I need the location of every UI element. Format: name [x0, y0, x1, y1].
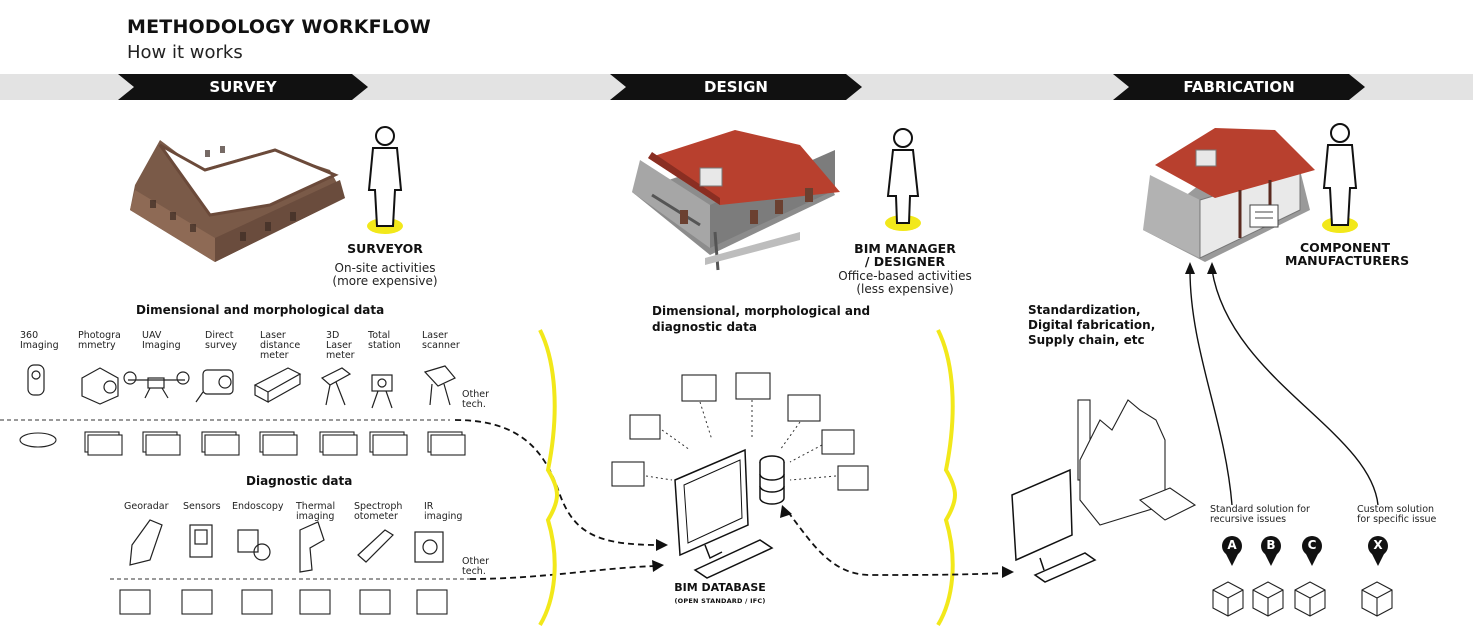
diag-tool-label: Georadar [124, 501, 169, 512]
bim-database-sub: (OPEN STANDARD / IFC) [674, 597, 766, 605]
uav-drone-icon [123, 371, 190, 399]
fabrication-title-2: Digital fabrication, [1028, 318, 1156, 332]
fabricated-house-icon [1143, 128, 1315, 262]
manufacturers-role-1: COMPONENT [1299, 240, 1390, 255]
badge-x: X [1373, 538, 1383, 552]
dimensional-data-title: Dimensional and morphological data [136, 303, 385, 317]
manufacturers-role-2: MANUFACTURERS [1285, 253, 1410, 268]
phase-design: DESIGN [610, 74, 862, 100]
database-cylinder-icon [759, 455, 785, 505]
designer-role-1: BIM MANAGER [854, 241, 956, 256]
solution-boxes [1212, 581, 1393, 617]
arrow-standard-to-manufacturers [1189, 269, 1233, 506]
flow-arrow-survey-to-db [454, 419, 661, 546]
manufacturer-figure-icon [1322, 123, 1358, 233]
design-data-cards [611, 372, 869, 491]
photogrammetry-camera-icon [81, 367, 119, 405]
flow-arrow-db-fabrication [787, 511, 1006, 576]
laser-scanner-icon [423, 365, 456, 406]
laser-distance-meter-icon [253, 367, 302, 404]
surveyor-figure-icon [367, 126, 403, 234]
arrow-custom-to-manufacturers [1211, 269, 1379, 506]
360-camera-icon [27, 364, 45, 396]
diagnostic-data-title: Diagnostic data [246, 474, 353, 488]
point-cloud-building-icon [130, 140, 345, 262]
sensors-icon [189, 524, 213, 558]
design-data-title-1: Dimensional, morphological and [652, 304, 871, 318]
spectrophotometer-icon [357, 529, 394, 563]
factory-icon [1077, 399, 1197, 526]
diag-tool-label: Endoscopy [232, 501, 284, 512]
diagnostic-instruments [129, 519, 444, 573]
designer-role-2: / DESIGNER [864, 254, 946, 269]
phase-fabrication: FABRICATION [1113, 74, 1365, 100]
fabrication-title-1: Standardization, [1028, 303, 1141, 317]
thermal-imaging-icon [299, 521, 325, 573]
flow-arrow-diagnostic-to-db [469, 565, 656, 580]
page-subtitle: How it works [127, 42, 243, 63]
survey-output-cards [19, 431, 466, 456]
surveyor-note-2: (more expensive) [332, 274, 438, 288]
badge-a: A [1227, 538, 1237, 552]
diag-tool-label: Sensors [183, 501, 221, 512]
factory-computer-icon [1011, 468, 1097, 583]
badge-c: C [1307, 538, 1317, 552]
fabrication-title-3: Supply chain, etc [1028, 333, 1145, 347]
ir-imaging-icon [414, 531, 444, 563]
phase-survey: SURVEY [118, 74, 368, 100]
diagnostic-output-cards [119, 589, 448, 615]
designer-figure-icon [885, 128, 921, 231]
endoscopy-icon [237, 529, 271, 561]
bim-computer-icon [674, 448, 774, 579]
total-station-icon [371, 374, 393, 409]
page-title: METHODOLOGY WORKFLOW [127, 16, 431, 38]
brace-survey-design [538, 329, 559, 627]
designed-house-icon [632, 130, 840, 271]
designer-note-2: (less expensive) [856, 282, 954, 296]
surveyor-note-1: On-site activities [334, 261, 436, 275]
surveyor-role: SURVEYOR [347, 241, 423, 256]
direct-survey-tape-icon [195, 369, 234, 403]
georadar-icon [129, 519, 163, 566]
design-data-title-2: diagnostic data [652, 320, 757, 334]
design-data-links [645, 400, 837, 481]
3d-laser-meter-icon [320, 367, 352, 406]
badge-pins [1222, 536, 1388, 566]
survey-instruments [27, 364, 456, 409]
badge-b: B [1266, 538, 1276, 552]
brace-design-fabrication [936, 329, 957, 627]
designer-note-1: Office-based activities [838, 269, 972, 283]
bim-database-label: BIM DATABASE [674, 581, 766, 594]
